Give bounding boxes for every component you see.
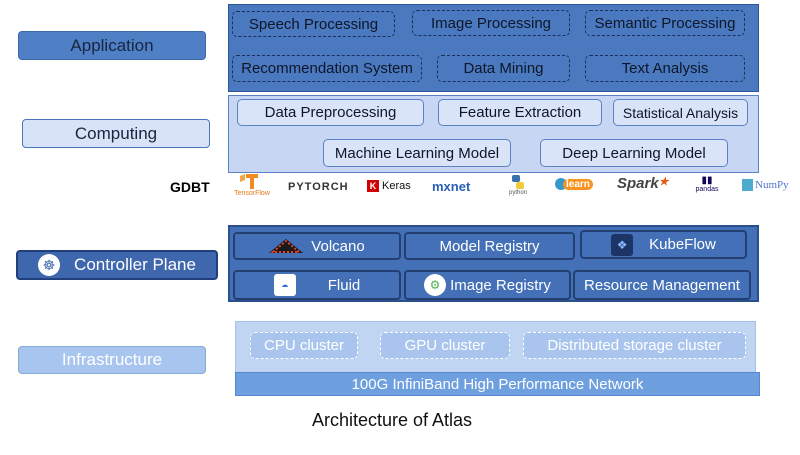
ctrl-item-image-registry: ⚙ Image Registry <box>404 270 571 300</box>
app-item-label: Data Mining <box>463 60 544 77</box>
comp-item-label: Feature Extraction <box>458 104 582 121</box>
app-item-semantic-processing: Semantic Processing <box>585 10 745 36</box>
infra-item-cpu-cluster: CPU cluster <box>250 332 358 359</box>
figure-caption-text: Architecture of Atlas <box>311 410 473 430</box>
comp-item-feature-extraction: Feature Extraction <box>438 99 602 126</box>
comp-item-deep-learning-model: Deep Learning Model <box>540 139 728 167</box>
numpy-icon <box>742 179 753 191</box>
infra-item-label: Distributed storage cluster <box>547 337 722 354</box>
image-registry-icon: ⚙ <box>424 274 447 296</box>
ctrl-item-label: Model Registry <box>439 237 540 255</box>
layer-label-controller-plane: ☸ Controller Plane <box>16 250 218 280</box>
framework-sklearn: learn <box>555 178 593 190</box>
layer-label-computing-text: Computing <box>74 123 158 143</box>
keras-icon: K <box>367 180 379 192</box>
framework-tensorflow: TensorFlow <box>232 172 272 202</box>
infra-network-label: 100G InfiniBand High Performance Network <box>351 375 644 393</box>
layer-label-computing: Computing <box>22 119 210 148</box>
framework-pandas-label: pandas <box>695 186 719 193</box>
kubernetes-helm-icon: ☸ <box>38 254 61 276</box>
app-item-speech-processing: Speech Processing <box>232 11 395 37</box>
comp-item-data-preprocessing: Data Preprocessing <box>237 99 424 126</box>
infra-item-label: GPU cluster <box>404 337 486 354</box>
framework-gdbt-label: GDBT <box>170 179 210 195</box>
layer-label-application-text: Application <box>70 35 154 55</box>
app-item-image-processing: Image Processing <box>412 10 570 36</box>
framework-numpy-label: NumPy <box>755 179 789 191</box>
python-icon <box>512 175 524 189</box>
app-item-label: Image Processing <box>430 14 552 32</box>
framework-spark: Spark★ <box>617 175 669 192</box>
tensorflow-icon <box>240 174 258 189</box>
layer-label-infrastructure-text: Infrastructure <box>61 350 163 369</box>
framework-keras: K Keras <box>367 180 411 192</box>
framework-keras-label: Keras <box>382 180 411 192</box>
ctrl-item-label: Fluid <box>327 276 361 294</box>
framework-spark-label: Spark <box>617 175 659 192</box>
infra-item-gpu-cluster: GPU cluster <box>380 332 510 359</box>
layer-label-infrastructure: Infrastructure <box>18 346 206 374</box>
app-item-text-analysis: Text Analysis <box>585 55 745 82</box>
ctrl-item-fluid: ☁ Fluid <box>233 270 401 300</box>
layer-label-application: Application <box>18 31 206 60</box>
comp-item-label: Data Preprocessing <box>264 104 397 121</box>
ctrl-item-resource-management: Resource Management <box>573 270 751 300</box>
framework-pytorch-label: PYTORCH <box>288 181 349 193</box>
comp-item-label: Deep Learning Model <box>562 144 706 162</box>
ctrl-item-label: Volcano <box>311 237 365 255</box>
kubeflow-icon: ❖ <box>611 233 634 256</box>
figure-caption: Architecture of Atlas <box>0 410 784 431</box>
infra-network-bar: 100G InfiniBand High Performance Network <box>235 372 760 396</box>
comp-item-machine-learning-model: Machine Learning Model <box>323 139 511 167</box>
spark-star-icon: ★ <box>658 176 669 188</box>
app-item-label: Recommendation System <box>241 60 413 77</box>
app-item-data-mining: Data Mining <box>437 55 570 82</box>
ctrl-item-label: Image Registry <box>450 276 551 294</box>
framework-pandas: ▮▮ pandas <box>693 175 721 194</box>
app-item-recommendation-system: Recommendation System <box>232 55 422 82</box>
ctrl-item-label: KubeFlow <box>649 236 716 253</box>
ctrl-item-volcano: Volcano <box>233 232 401 260</box>
framework-gdbt: GDBT <box>170 179 210 195</box>
infra-item-storage-cluster: Distributed storage cluster <box>523 332 746 359</box>
application-panel <box>228 4 759 92</box>
framework-python-label: python <box>508 190 527 196</box>
framework-pytorch: PYTORCH <box>288 181 349 193</box>
pandas-icon: ▮▮ <box>701 175 713 186</box>
framework-tensorflow-label: TensorFlow <box>234 190 270 197</box>
ctrl-item-kubeflow: ❖ KubeFlow <box>580 230 747 259</box>
framework-sklearn-label: learn <box>563 178 593 190</box>
comp-item-label: Machine Learning Model <box>334 144 500 162</box>
comp-item-statistical-analysis: Statistical Analysis <box>613 99 748 126</box>
volcano-icon <box>269 239 304 253</box>
layer-label-controller-plane-text: Controller Plane <box>74 255 196 274</box>
framework-python: python <box>503 174 533 202</box>
app-item-label: Speech Processing <box>248 15 379 33</box>
framework-mxnet: mxnet <box>432 179 470 194</box>
ctrl-item-label: Resource Management <box>584 276 740 294</box>
app-item-label: Semantic Processing <box>594 14 736 32</box>
ctrl-item-model-registry: Model Registry <box>404 232 575 260</box>
infra-item-label: CPU cluster <box>263 337 345 354</box>
comp-item-label: Statistical Analysis <box>622 104 739 121</box>
framework-numpy: NumPy <box>742 179 789 191</box>
app-item-label: Text Analysis <box>621 60 709 77</box>
fluid-icon: ☁ <box>273 274 296 296</box>
framework-mxnet-label: mxnet <box>432 179 471 194</box>
